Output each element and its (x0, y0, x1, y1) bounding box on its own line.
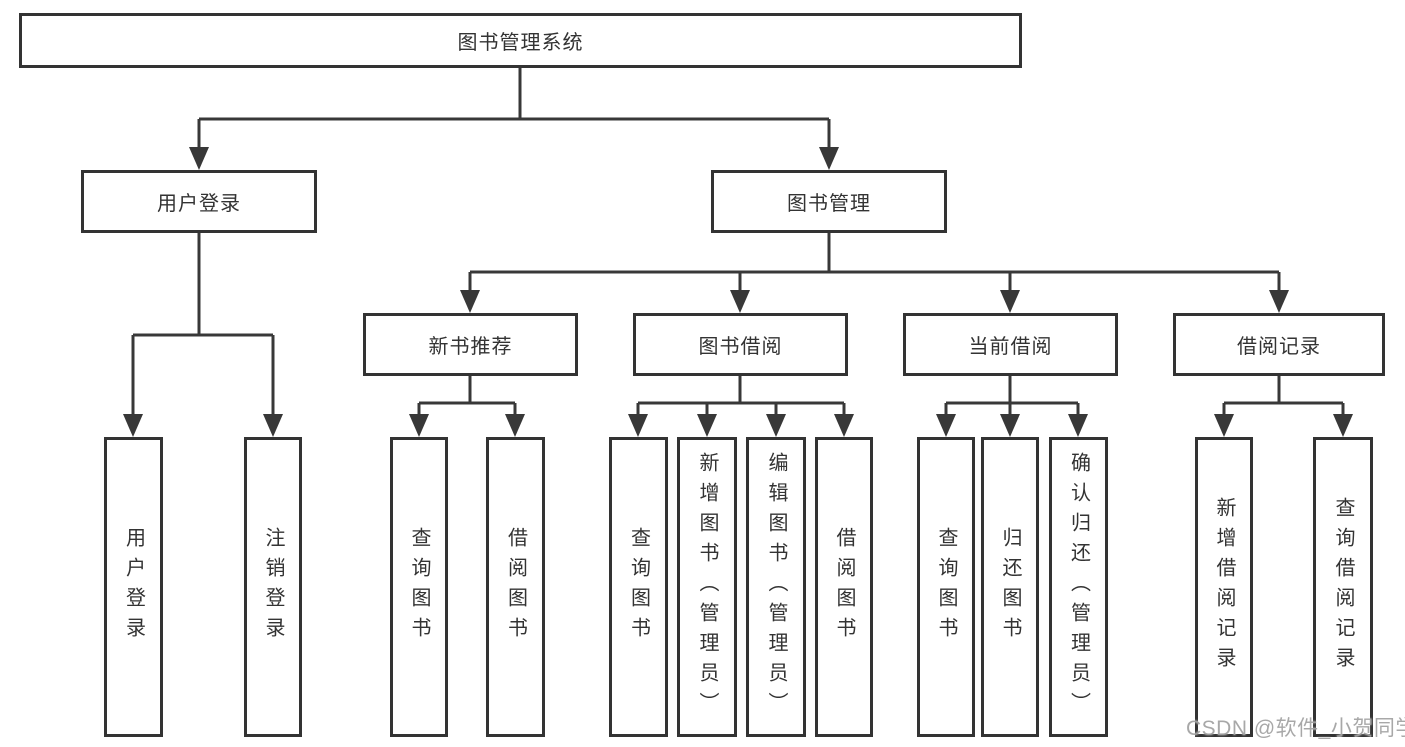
node-label: 图书借阅 (698, 336, 783, 358)
node-label: 查询图书 (935, 527, 957, 647)
node-label: 查询借阅记录 (1332, 497, 1354, 677)
node-label: 当前借阅 (968, 336, 1053, 358)
leaf-query-books-2: 查询图书 (609, 437, 668, 737)
leaf-user-login: 用户登录 (104, 437, 163, 737)
leaf-logout: 注销登录 (244, 437, 302, 737)
node-label: 注销登录 (262, 527, 284, 647)
node-label: 借阅记录 (1237, 336, 1321, 358)
leaf-add-books-admin: 新增图书（管理员） (677, 437, 737, 737)
leaf-query-borrow-record: 查询借阅记录 (1313, 437, 1373, 737)
node-new-book-recommend: 新书推荐 (363, 313, 578, 376)
node-label: 借阅图书 (833, 527, 855, 647)
leaf-borrow-books-1: 借阅图书 (486, 437, 545, 737)
node-label: 归还图书 (999, 527, 1021, 647)
leaf-return-books: 归还图书 (981, 437, 1039, 737)
leaf-query-books-3: 查询图书 (917, 437, 975, 737)
node-label: 新增图书（管理员） (696, 452, 718, 722)
leaf-confirm-return-admin: 确认归还（管理员） (1049, 437, 1108, 737)
node-label: 查询图书 (627, 527, 650, 647)
node-borrow-records: 借阅记录 (1173, 313, 1385, 376)
watermark-text: CSDN @软件_小贺同学 (1186, 717, 1405, 740)
node-label: 确认归还（管理员） (1067, 452, 1090, 722)
node-label: 图书管理系统 (457, 32, 584, 54)
node-library-system: 图书管理系统 (19, 13, 1022, 68)
node-book-management: 图书管理 (711, 170, 947, 233)
node-label: 新增借阅记录 (1213, 497, 1235, 677)
node-label: 编辑图书（管理员） (765, 452, 787, 722)
node-label: 用户登录 (122, 527, 145, 647)
leaf-add-borrow-record: 新增借阅记录 (1195, 437, 1253, 737)
node-label: 查询图书 (408, 527, 430, 647)
node-user-login: 用户登录 (81, 170, 317, 233)
node-current-borrowing: 当前借阅 (903, 313, 1118, 376)
node-book-borrowing: 图书借阅 (633, 313, 848, 376)
leaf-borrow-books-2: 借阅图书 (815, 437, 873, 737)
node-label: 新书推荐 (428, 336, 513, 358)
leaf-query-books-1: 查询图书 (390, 437, 448, 737)
node-label: 借阅图书 (504, 527, 527, 647)
leaf-edit-books-admin: 编辑图书（管理员） (746, 437, 806, 737)
node-label: 用户登录 (157, 193, 241, 215)
node-label: 图书管理 (787, 193, 871, 215)
